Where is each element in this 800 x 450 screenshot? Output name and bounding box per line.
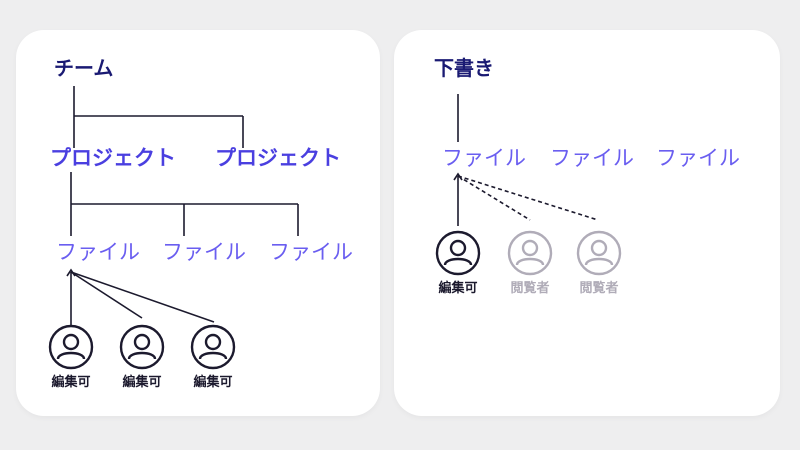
user-icon bbox=[435, 230, 481, 276]
drafts-title: 下書き bbox=[434, 56, 494, 80]
project-label-2: プロジェクト bbox=[215, 146, 341, 170]
team-title: チーム bbox=[54, 56, 114, 80]
file-label-3: ファイル bbox=[269, 240, 353, 264]
user-role-label: 編集可 bbox=[122, 375, 162, 390]
dashed-connector-line bbox=[457, 175, 531, 221]
user-role-label: 閲覧者 bbox=[579, 281, 619, 296]
dashed-connector-line bbox=[457, 175, 599, 221]
user-icon bbox=[119, 324, 165, 370]
user-icon bbox=[48, 324, 94, 370]
drafts-tree-connectors bbox=[453, 94, 599, 226]
user-role-label: 編集可 bbox=[438, 281, 478, 296]
user-role-label: 閲覧者 bbox=[510, 281, 550, 296]
file-label-2: ファイル bbox=[550, 146, 634, 170]
team-panel: チーム プロジェクト プロジェクト ファイル ファイル ファイル 編集可 編集可… bbox=[16, 30, 380, 416]
user-icon bbox=[190, 324, 236, 370]
file-label-3: ファイル bbox=[656, 146, 740, 170]
arrow-head bbox=[66, 268, 76, 277]
team-tree-connectors bbox=[66, 86, 299, 326]
connector-line bbox=[70, 271, 215, 323]
user-role-label: 編集可 bbox=[51, 375, 91, 390]
connector-line bbox=[70, 271, 143, 319]
file-label-2: ファイル bbox=[162, 240, 246, 264]
drafts-panel: 下書き ファイル ファイル ファイル 編集可 閲覧者 閲覧者 bbox=[394, 30, 780, 416]
user-role-label: 編集可 bbox=[193, 375, 233, 390]
user-icon bbox=[576, 230, 622, 276]
user-icon bbox=[507, 230, 553, 276]
file-label-1: ファイル bbox=[56, 240, 140, 264]
file-label-1: ファイル bbox=[442, 146, 526, 170]
project-label-1: プロジェクト bbox=[50, 146, 176, 170]
